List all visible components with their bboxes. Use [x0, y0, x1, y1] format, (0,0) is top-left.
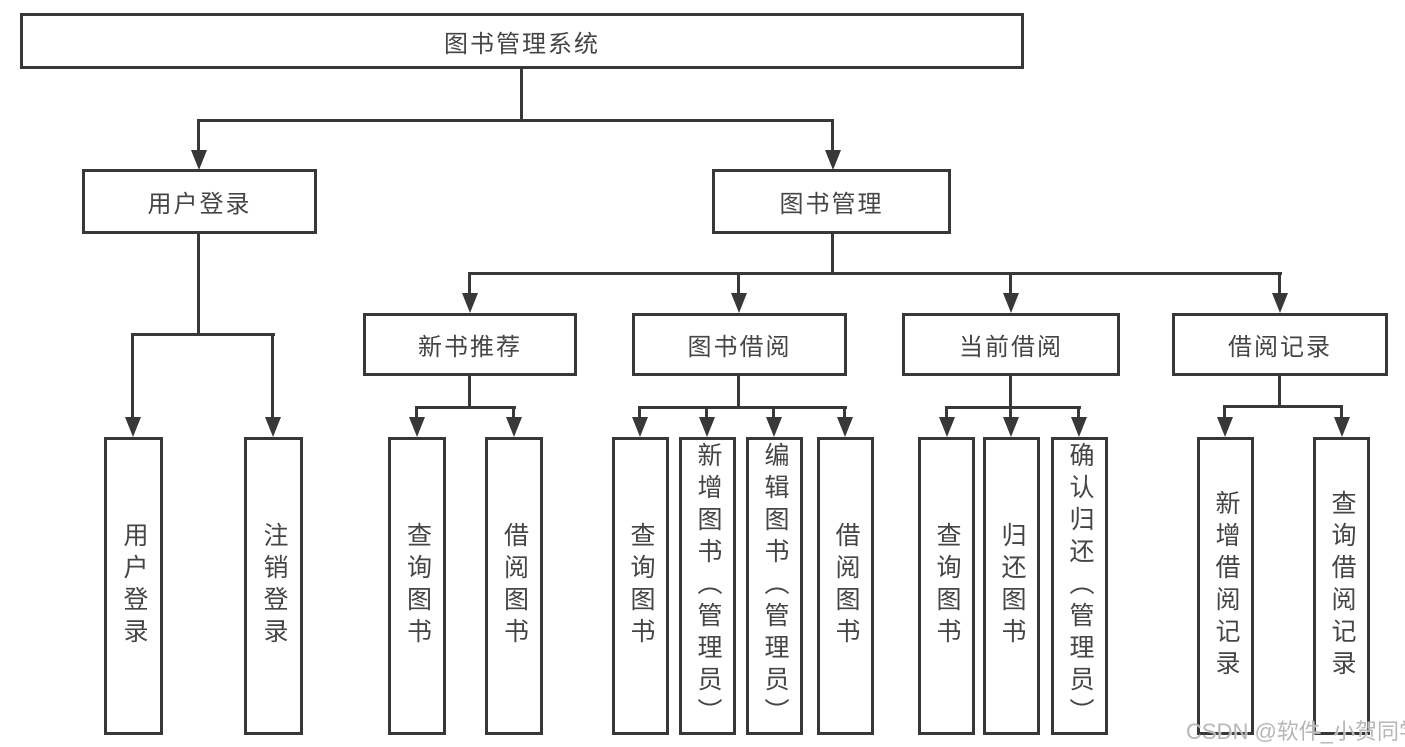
connector-line [1223, 405, 1226, 421]
connector-line [1340, 405, 1343, 421]
connector-line [520, 69, 523, 121]
watermark: CSDN @软件_小贺同学 [1186, 719, 1405, 744]
node-book-management: 图书管理 [712, 169, 951, 234]
connector-line [1077, 406, 1080, 421]
leaf-logout: 注销登录 [244, 437, 303, 735]
node-user-login: 用户登录 [82, 169, 317, 234]
arrowhead-icon [191, 150, 207, 170]
node-label: 新增图书（管理员） [694, 442, 722, 730]
connector-line [638, 406, 641, 421]
leaf-query-books-current: 查询图书 [918, 437, 975, 735]
leaf-borrow-books-recommend: 借阅图书 [485, 437, 543, 735]
arrowhead-icon [837, 417, 853, 437]
leaf-confirm-return-admin: 确认归还（管理员） [1051, 437, 1108, 735]
node-label: 查询图书 [627, 522, 655, 650]
node-current-borrowing: 当前借阅 [902, 313, 1120, 376]
arrowhead-icon [1272, 293, 1288, 313]
node-label: 用户登录 [147, 191, 252, 218]
node-borrowing-records: 借阅记录 [1172, 313, 1388, 376]
connector-line [737, 376, 740, 409]
leaf-user-login: 用户登录 [104, 437, 163, 735]
connector-line [945, 406, 1081, 409]
leaf-query-borrow-record: 查询借阅记录 [1313, 437, 1370, 735]
arrowhead-icon [1217, 417, 1233, 437]
node-label: 注销登录 [260, 522, 288, 650]
leaf-return-books: 归还图书 [983, 437, 1040, 735]
node-book-borrowing: 图书借阅 [632, 313, 847, 376]
connector-line [831, 234, 834, 275]
leaf-edit-books-admin: 编辑图书（管理员） [746, 437, 803, 735]
connector-line [271, 333, 274, 421]
node-label: 查询图书 [933, 522, 961, 650]
connector-line [131, 333, 275, 336]
node-label: 图书管理系统 [444, 30, 600, 58]
connector-line [1278, 376, 1281, 408]
arrowhead-icon [1003, 293, 1019, 313]
node-label: 查询图书 [403, 522, 432, 650]
arrowhead-icon [125, 417, 141, 437]
node-label: 归还图书 [998, 522, 1026, 650]
connector-line [197, 119, 834, 122]
node-label: 新书推荐 [418, 334, 522, 361]
leaf-add-borrow-record: 新增借阅记录 [1197, 437, 1254, 735]
connector-line [843, 406, 846, 421]
connector-line [1223, 405, 1343, 408]
node-label: 编辑图书（管理员） [761, 442, 789, 730]
arrowhead-icon [766, 417, 782, 437]
connector-line [737, 272, 740, 296]
node-label: 用户登录 [120, 522, 148, 650]
arrowhead-icon [1334, 417, 1350, 437]
arrowhead-icon [731, 293, 747, 313]
leaf-add-books-admin: 新增图书（管理员） [679, 437, 736, 735]
node-label: 图书管理 [779, 191, 884, 218]
connector-line [512, 406, 515, 421]
leaf-query-books-borrowing: 查询图书 [612, 437, 669, 735]
connector-line [468, 272, 471, 296]
node-library-system: 图书管理系统 [20, 13, 1024, 69]
arrowhead-icon [939, 417, 955, 437]
arrowhead-icon [462, 293, 478, 313]
node-label: 新增借阅记录 [1212, 490, 1240, 682]
node-label: 借阅图书 [500, 522, 529, 650]
node-new-book-recommend: 新书推荐 [363, 313, 577, 376]
node-label: 当前借阅 [959, 334, 1063, 361]
connector-line [468, 272, 1282, 275]
connector-line [131, 333, 134, 421]
node-label: 确认归还（管理员） [1066, 442, 1094, 730]
connector-line [705, 406, 708, 421]
node-label: 借阅图书 [832, 522, 860, 650]
connector-line [1009, 406, 1012, 421]
leaf-borrow-books: 借阅图书 [817, 437, 874, 735]
node-label: 图书借阅 [687, 334, 792, 361]
node-label: 借阅记录 [1228, 334, 1332, 361]
connector-line [831, 119, 834, 153]
arrowhead-icon [632, 417, 648, 437]
arrowhead-icon [265, 417, 281, 437]
leaf-query-books-recommend: 查询图书 [388, 437, 446, 735]
connector-line [197, 119, 200, 153]
connector-line [1009, 272, 1012, 296]
connector-line [772, 406, 775, 421]
connector-line [638, 406, 847, 409]
connector-line [415, 406, 418, 421]
connector-line [468, 376, 471, 409]
arrowhead-icon [825, 150, 841, 170]
connector-line [1009, 376, 1012, 409]
connector-line [1278, 272, 1281, 296]
arrowhead-icon [1003, 417, 1019, 437]
connector-line [415, 406, 516, 409]
connector-line [945, 406, 948, 421]
node-label: 查询借阅记录 [1328, 490, 1356, 682]
connector-line [197, 234, 200, 336]
arrowhead-icon [699, 417, 715, 437]
arrowhead-icon [1071, 417, 1087, 437]
arrowhead-icon [506, 417, 522, 437]
arrowhead-icon [409, 417, 425, 437]
